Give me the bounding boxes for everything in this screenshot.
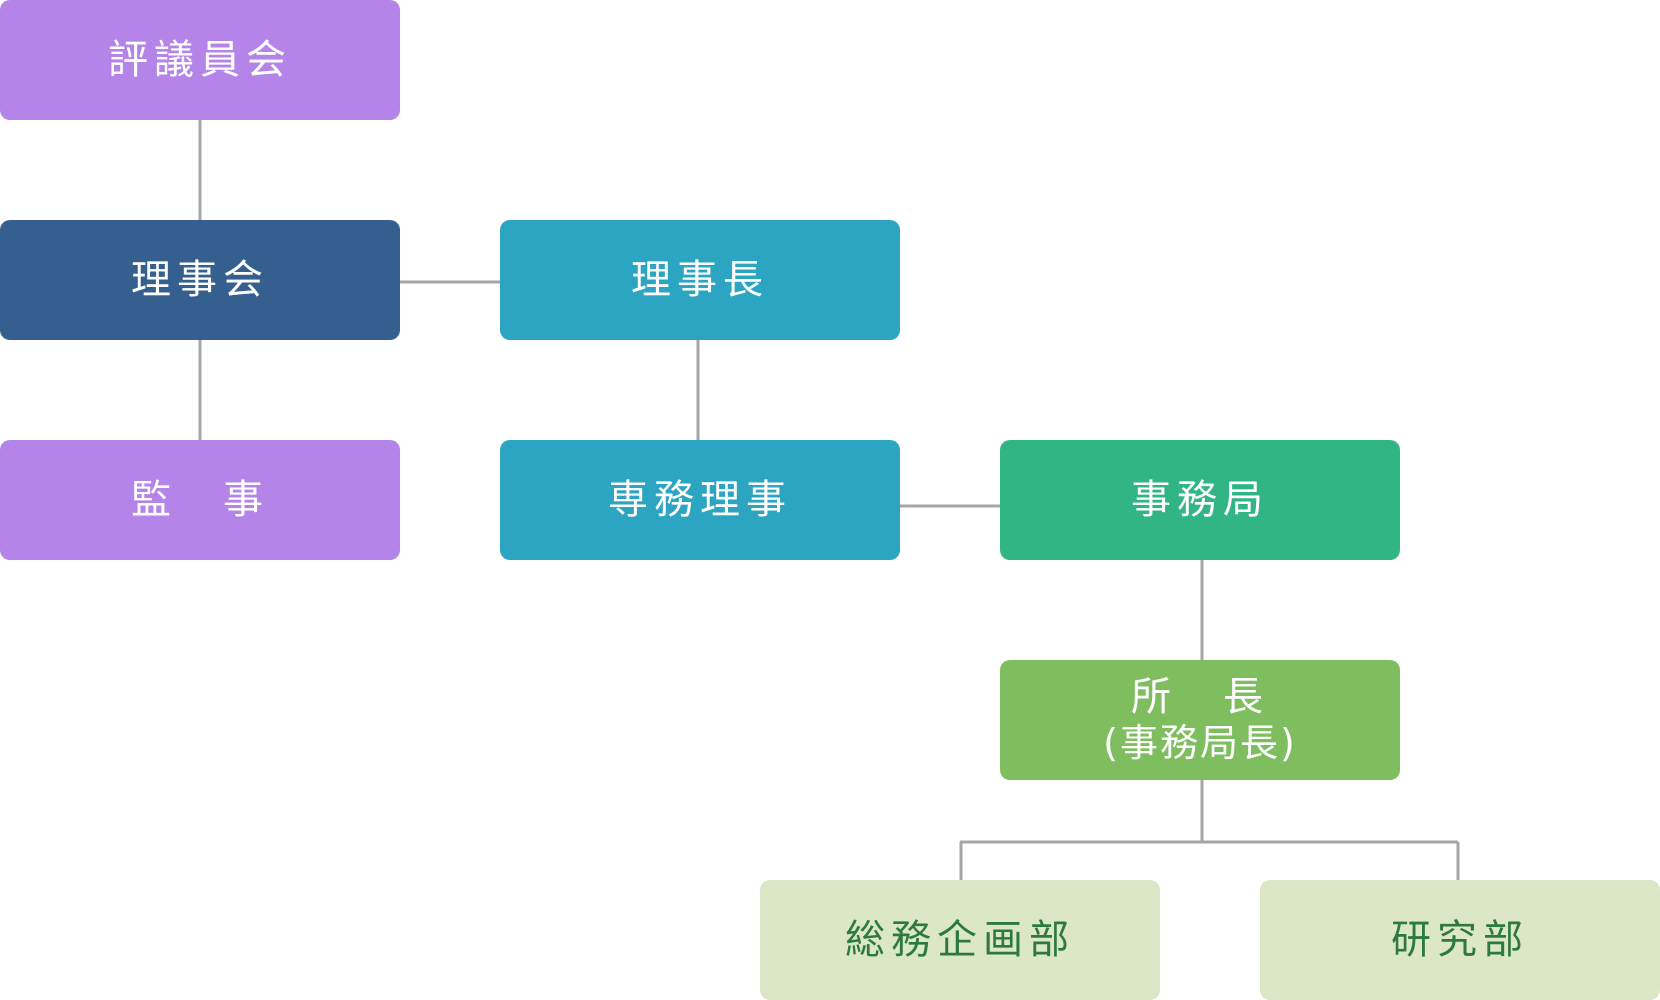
director-label: 所 長 <box>1131 674 1269 721</box>
board-node: 理事会 <box>0 220 400 340</box>
council-label: 評議員会 <box>108 37 292 83</box>
general-planning-node: 総務企画部 <box>760 880 1160 1000</box>
director-node: 所 長 (事務局長) <box>1000 660 1400 780</box>
managing-director-label: 専務理事 <box>608 477 792 523</box>
board-label: 理事会 <box>131 257 269 303</box>
managing-director-node: 専務理事 <box>500 440 900 560</box>
secretariat-node: 事務局 <box>1000 440 1400 560</box>
chair-label: 理事長 <box>631 257 769 303</box>
auditor-node: 監 事 <box>0 440 400 560</box>
research-label: 研究部 <box>1391 917 1529 963</box>
research-node: 研究部 <box>1260 880 1660 1000</box>
council-node: 評議員会 <box>0 0 400 120</box>
chair-node: 理事長 <box>500 220 900 340</box>
auditor-label: 監 事 <box>131 477 269 523</box>
secretariat-label: 事務局 <box>1131 477 1269 523</box>
general-planning-label: 総務企画部 <box>845 917 1075 963</box>
director-sub-label: (事務局長) <box>1103 721 1297 766</box>
